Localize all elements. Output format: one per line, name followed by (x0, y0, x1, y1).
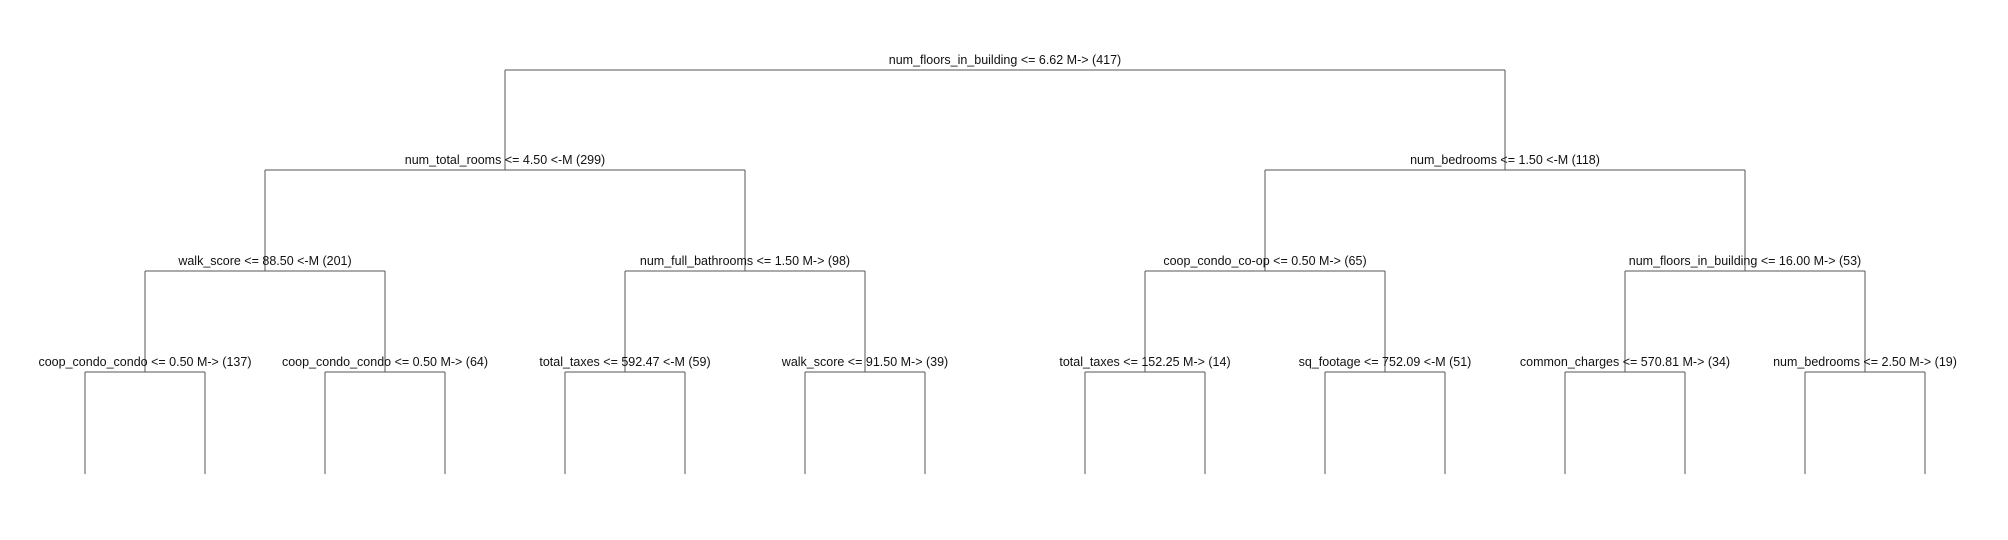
tree-edges (84, 69, 1926, 474)
tree-node-label: num_bedrooms <= 2.50 M-> (19) (1773, 355, 1957, 369)
tree-node-label: num_total_rooms <= 4.50 <-M (299) (405, 153, 605, 167)
tree-node-label: coop_condo_condo <= 0.50 M-> (64) (282, 355, 488, 369)
tree-node-label: common_charges <= 570.81 M-> (34) (1520, 355, 1730, 369)
tree-labels: num_floors_in_building <= 6.62 M-> (417)… (38, 53, 1956, 369)
tree-node-label: num_full_bathrooms <= 1.50 M-> (98) (640, 254, 850, 268)
tree-node-label: total_taxes <= 152.25 M-> (14) (1059, 355, 1230, 369)
tree-node-label: num_floors_in_building <= 16.00 M-> (53) (1629, 254, 1861, 268)
tree-node-label: coop_condo_co-op <= 0.50 M-> (65) (1163, 254, 1366, 268)
tree-node-label: coop_condo_condo <= 0.50 M-> (137) (38, 355, 251, 369)
tree-node-label: sq_footage <= 752.09 <-M (51) (1299, 355, 1472, 369)
tree-node-label: total_taxes <= 592.47 <-M (59) (539, 355, 710, 369)
tree-node-label: walk_score <= 88.50 <-M (201) (177, 254, 351, 268)
tree-node-label: num_floors_in_building <= 6.62 M-> (417) (889, 53, 1121, 67)
tree-node-label: num_bedrooms <= 1.50 <-M (118) (1410, 153, 1600, 167)
tree-node-label: walk_score <= 91.50 M-> (39) (781, 355, 948, 369)
